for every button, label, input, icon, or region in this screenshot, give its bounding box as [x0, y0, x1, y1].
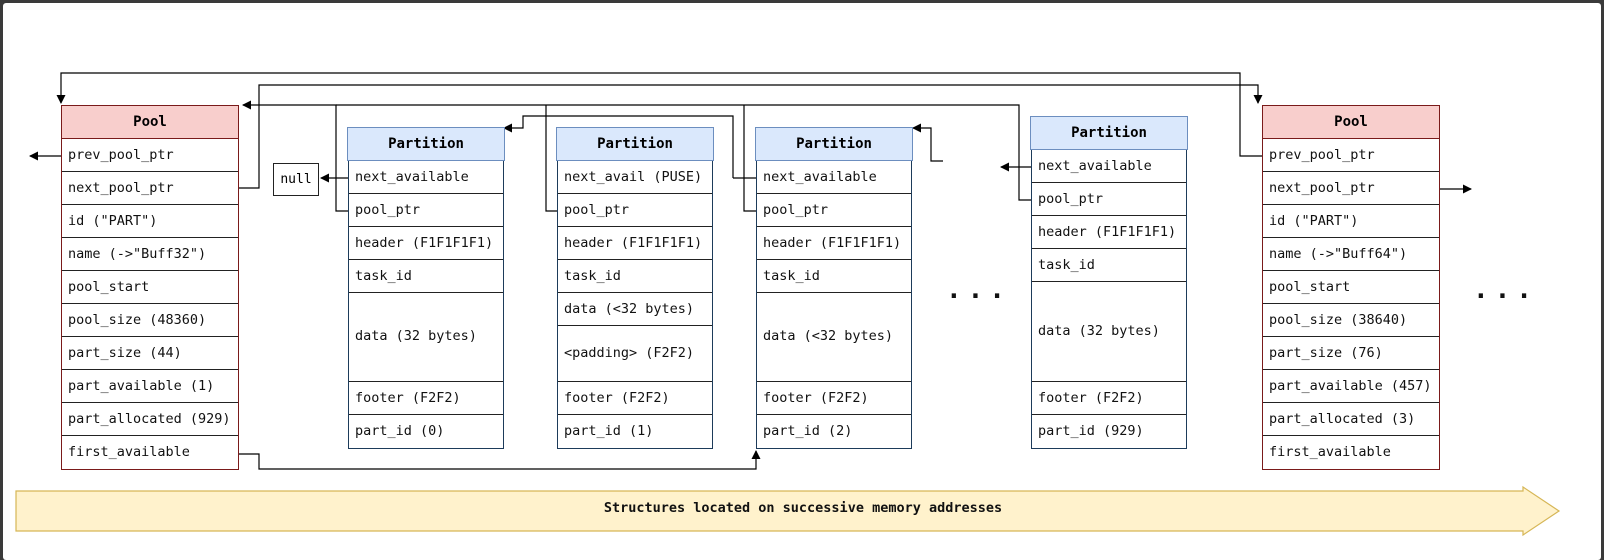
- partition-field: data (<32 bytes): [757, 293, 911, 383]
- connector-part929-poolptr: [336, 104, 1031, 201]
- pool-table-buff32: Pool prev_pool_ptr next_pool_ptr id ("PA…: [61, 105, 239, 470]
- ellipsis-pools: ...: [1473, 275, 1538, 305]
- address-arrow-label: Structures located on successive memory …: [603, 500, 1003, 516]
- null-box: null: [273, 163, 319, 196]
- pool-field: pool_start: [62, 271, 238, 304]
- connector-part1-next-to-part0: [503, 115, 734, 178]
- pool-field: id ("PART"): [1263, 205, 1439, 238]
- connector-part1-poolptr: [545, 105, 557, 212]
- partition-field: <padding> (F2F2): [558, 326, 712, 383]
- partition-title: Partition: [556, 127, 714, 162]
- partition-field: part_id (929): [1038, 423, 1144, 440]
- pool-table-buff64: Pool prev_pool_ptr next_pool_ptr id ("PA…: [1262, 105, 1440, 470]
- partition-field: task_id: [349, 260, 503, 294]
- partition-field: pool_ptr: [349, 194, 503, 228]
- pool-field: first_available: [68, 444, 190, 460]
- pool-field: prev_pool_ptr: [62, 139, 238, 172]
- address-arrow: [15, 485, 1561, 537]
- pool-field: part_available (1): [62, 370, 238, 403]
- partition-field: next_available: [757, 161, 911, 195]
- partition-field: footer (F2F2): [1032, 382, 1186, 416]
- pool-field: name (->"Buff64"): [1263, 238, 1439, 271]
- connector-first-available-to-part2: [238, 450, 761, 470]
- partition-field: pool_ptr: [757, 194, 911, 228]
- pool-field: next_pool_ptr: [62, 172, 238, 205]
- pool-field: next_pool_ptr: [1263, 172, 1439, 205]
- partition-field: data (<32 bytes): [558, 293, 712, 327]
- pool-field: part_size (76): [1263, 337, 1439, 370]
- partition-table-929: Partition next_available pool_ptr header…: [1030, 116, 1188, 450]
- partition-field: footer (F2F2): [757, 382, 911, 416]
- connector-pool1-next-to-pool2: [238, 84, 1263, 189]
- partition-field: part_id (2): [763, 423, 853, 440]
- partition-title: Partition: [755, 127, 913, 162]
- partition-field: task_id: [757, 260, 911, 294]
- pool-title: Pool: [62, 106, 238, 139]
- partition-field: next_avail (PUSE): [558, 161, 712, 195]
- partition-field: task_id: [558, 260, 712, 294]
- partition-field: header (F1F1F1F1): [1032, 216, 1186, 250]
- diagram-canvas: Pool prev_pool_ptr next_pool_ptr id ("PA…: [3, 3, 1601, 560]
- connector-part0-poolptr: [242, 100, 348, 212]
- partition-field: data (32 bytes): [349, 293, 503, 383]
- pool-field: part_allocated (929): [62, 403, 238, 436]
- pool-field: prev_pool_ptr: [1263, 139, 1439, 172]
- partition-field: part_id (0): [355, 423, 445, 440]
- partition-table-1: Partition next_avail (PUSE) pool_ptr hea…: [556, 127, 714, 450]
- connector-layer: [15, 72, 1561, 537]
- ellipsis-partitions: ...: [946, 275, 1011, 305]
- partition-field: task_id: [1032, 249, 1186, 283]
- connector-part2-poolptr: [743, 105, 756, 212]
- connector-pool2-prev-to-pool1: [56, 72, 1262, 157]
- pool-field: pool_start: [1263, 271, 1439, 304]
- partition-field: part_id (1): [564, 423, 654, 440]
- partition-field: header (F1F1F1F1): [349, 227, 503, 261]
- pool-field: pool_size (38640): [1263, 304, 1439, 337]
- partition-title: Partition: [1030, 116, 1188, 151]
- partition-field: footer (F2F2): [558, 382, 712, 416]
- connector-into-part2: [912, 123, 943, 162]
- partition-table-2: Partition next_available pool_ptr header…: [755, 127, 913, 450]
- partition-field: header (F1F1F1F1): [757, 227, 911, 261]
- pool-field: part_allocated (3): [1263, 403, 1439, 436]
- pool-field: pool_size (48360): [62, 304, 238, 337]
- partition-field: next_available: [349, 161, 503, 195]
- pool-field: part_available (457): [1263, 370, 1439, 403]
- partition-field: header (F1F1F1F1): [558, 227, 712, 261]
- partition-field: pool_ptr: [1032, 183, 1186, 217]
- partition-title: Partition: [347, 127, 505, 162]
- pool-field: part_size (44): [62, 337, 238, 370]
- partition-table-0: Partition next_available pool_ptr header…: [347, 127, 505, 450]
- pool-field: id ("PART"): [62, 205, 238, 238]
- partition-field: footer (F2F2): [349, 382, 503, 416]
- partition-field: next_available: [1032, 150, 1186, 184]
- pool-field: name (->"Buff32"): [62, 238, 238, 271]
- partition-field: pool_ptr: [558, 194, 712, 228]
- pool-title: Pool: [1263, 106, 1439, 139]
- partition-field: data (32 bytes): [1032, 282, 1186, 383]
- pool-field: first_available: [1269, 444, 1391, 460]
